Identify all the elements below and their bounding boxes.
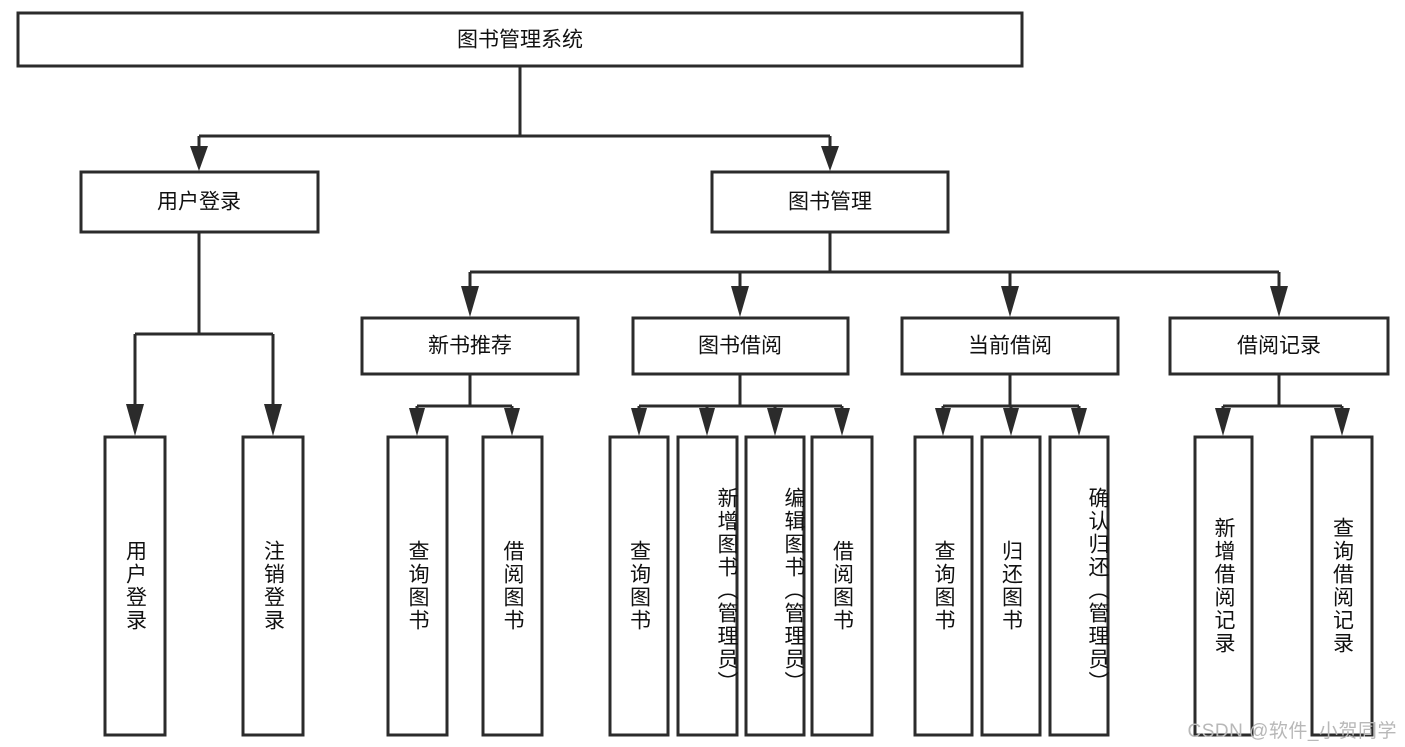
node-leaf-query-book-3[interactable]: [913, 435, 974, 737]
arrow-head-current-borrow: [1001, 286, 1019, 317]
node-user-login[interactable]: [79, 170, 320, 234]
arrow-head-user-login: [190, 146, 208, 171]
arrow-head-leaf-query-book-1: [409, 408, 425, 436]
node-borrow-records[interactable]: [1168, 316, 1390, 376]
connector-group-current-borrow: [935, 374, 1087, 436]
node-book-management[interactable]: [710, 170, 950, 234]
arrow-head-leaf-edit-book: [767, 408, 783, 436]
arrow-head-new-book-recommend: [461, 286, 479, 317]
node-leaf-user-logout[interactable]: [241, 435, 305, 737]
connector-group-user-login: [126, 232, 282, 436]
node-current-borrow[interactable]: [900, 316, 1120, 376]
node-leaf-borrow-book-2[interactable]: [810, 435, 874, 737]
node-leaf-query-book-2[interactable]: [608, 435, 670, 737]
connector-group-root: [190, 66, 839, 171]
connector-group-book-management: [461, 232, 1288, 317]
arrow-head-leaf-query-record: [1334, 408, 1350, 436]
arrow-head-leaf-add-record: [1215, 408, 1231, 436]
node-book-borrow[interactable]: [631, 316, 850, 376]
arrow-head-leaf-borrow-book-2: [834, 408, 850, 436]
arrow-head-leaf-return-book: [1003, 408, 1019, 436]
node-user-login-label: 用户登录: [157, 191, 241, 214]
connector-group-book-borrow: [631, 374, 850, 436]
node-borrow-records-label: 借阅记录: [1237, 335, 1321, 358]
arrow-head-leaf-confirm-return: [1071, 408, 1087, 436]
arrow-head-leaf-user-login: [126, 404, 144, 436]
arrow-head-leaf-add-book: [699, 408, 715, 436]
node-leaf-query-book-1[interactable]: [386, 435, 449, 737]
node-leaf-borrow-book-1[interactable]: [481, 435, 544, 737]
node-leaf-add-record[interactable]: [1193, 435, 1254, 737]
arrow-head-leaf-borrow-book-1: [504, 408, 520, 436]
node-leaf-query-record[interactable]: [1310, 435, 1374, 737]
node-root[interactable]: [16, 11, 1024, 68]
node-book-management-label: 图书管理: [788, 191, 872, 214]
csdn-watermark: CSDN @软件_小贺同学: [1187, 721, 1397, 742]
connector-group-borrow-records: [1215, 374, 1350, 436]
node-new-book-recommend-label: 新书推荐: [428, 335, 512, 358]
arrow-head-leaf-user-logout: [264, 404, 282, 436]
node-current-borrow-label: 当前借阅: [968, 335, 1052, 358]
arrow-head-book-management: [821, 146, 839, 171]
node-leaf-add-book[interactable]: [676, 435, 739, 737]
arrow-head-leaf-query-book-2: [631, 408, 647, 436]
node-leaf-confirm-return[interactable]: [1048, 435, 1110, 737]
arrow-head-leaf-query-book-3: [935, 408, 951, 436]
arrow-head-book-borrow: [731, 286, 749, 317]
node-leaf-return-book[interactable]: [980, 435, 1042, 737]
node-leaf-edit-book[interactable]: [744, 435, 806, 737]
node-book-borrow-label: 图书借阅: [698, 335, 782, 358]
connector-group-new-book-recommend: [409, 374, 520, 436]
arrow-head-borrow-records: [1270, 286, 1288, 317]
node-root-label: 图书管理系统: [457, 29, 583, 52]
node-leaf-user-login[interactable]: [103, 435, 167, 737]
node-new-book-recommend[interactable]: [360, 316, 580, 376]
